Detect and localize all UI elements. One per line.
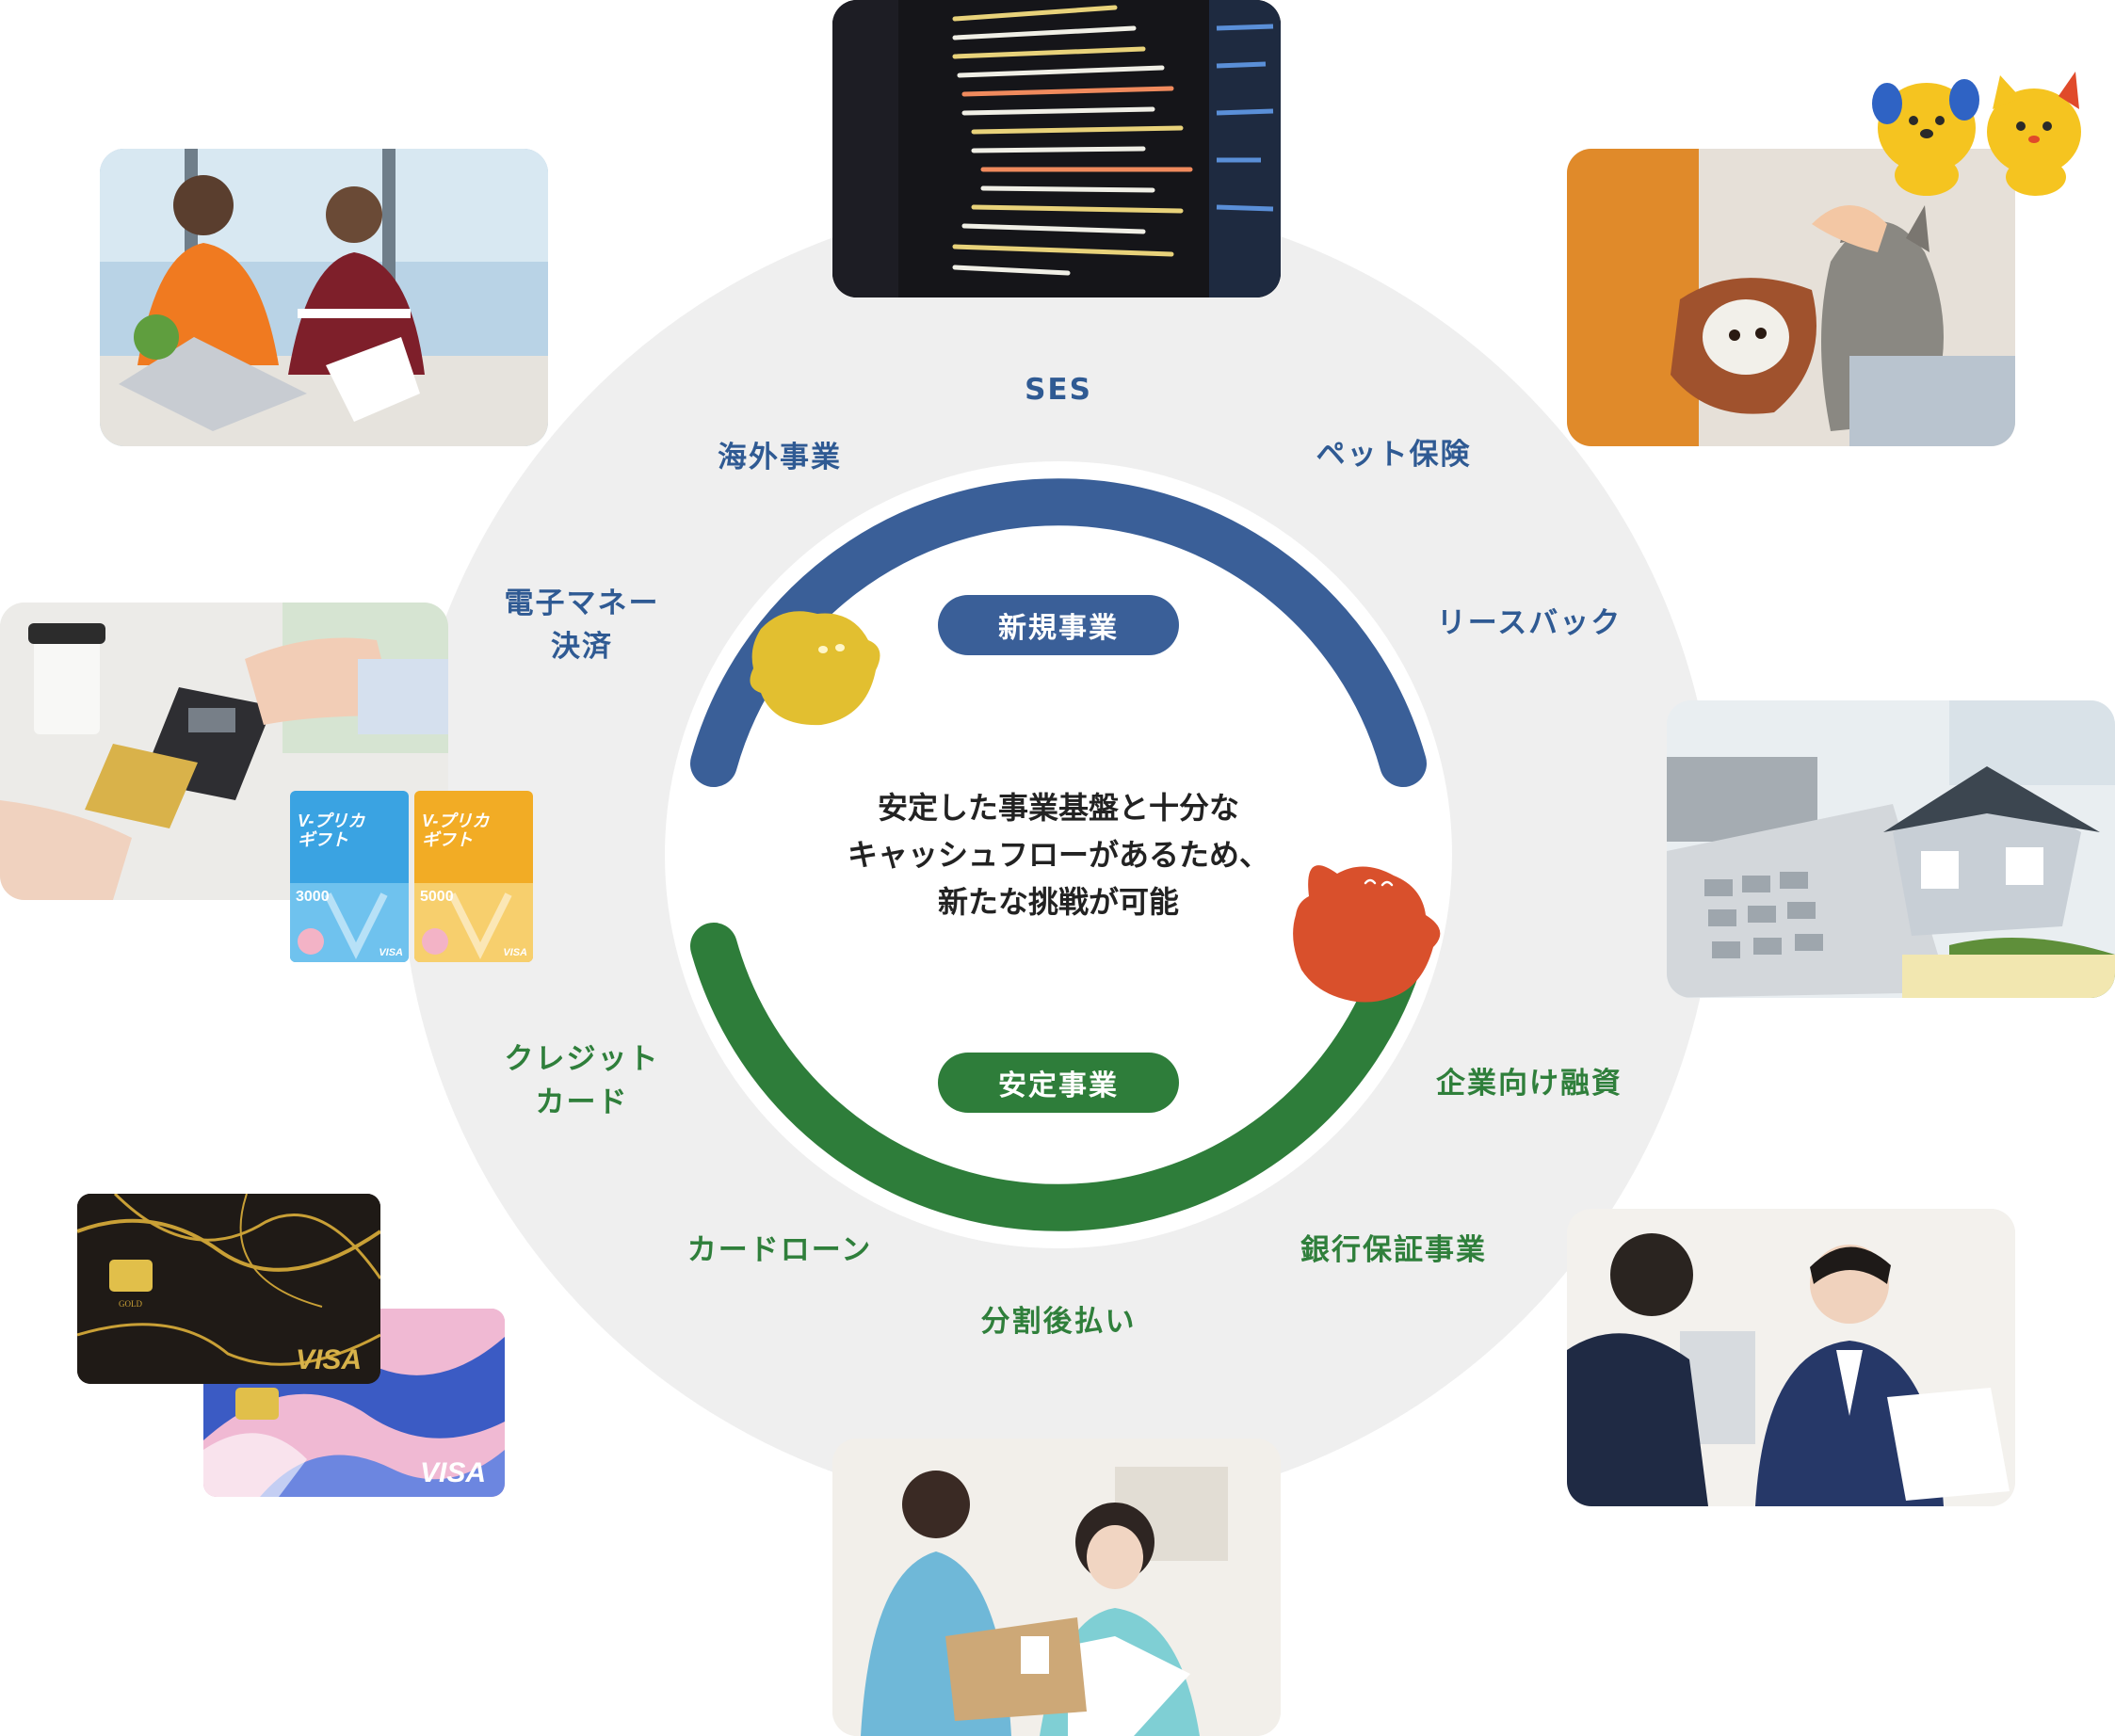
label-card-loan: カードローン (686, 1233, 873, 1267)
stable-business-badge: 安定事業 (938, 1053, 1179, 1113)
yellow-mascot-icon (750, 611, 880, 726)
label-ses: SES (1025, 373, 1092, 407)
gift-card-amount: 5000 (420, 889, 454, 905)
code-screen-photo (832, 0, 1281, 297)
label-credit-card: クレジット カード (504, 1042, 660, 1119)
credit-card-brand: VISA (295, 1344, 362, 1375)
label-bank-guarantee: 銀行保証事業 (1300, 1233, 1487, 1267)
credit-card-gold: GOLD VISA (77, 1194, 380, 1384)
center-line-3: 新たな挑戦が可能 (937, 884, 1179, 920)
gift-card-5000: V-プリカ ギフト 5000 VISA (414, 791, 533, 962)
bank-guarantee-meeting-photo (1567, 1209, 2015, 1506)
gift-card-brand: VISA (379, 947, 403, 958)
leaseback-house-photo (1667, 700, 2115, 998)
center-line-1: 安定した事業基盤と十分な (877, 790, 1239, 826)
label-leaseback: リースバック (1436, 606, 1623, 640)
center-message: 安定した事業基盤と十分な キャッシュフローがあるため、 新たな挑戦が可能 (814, 784, 1303, 925)
stable-business-arc (690, 923, 1427, 1231)
dog-mascot-icon (1872, 79, 1979, 196)
credit-card-chip-label: GOLD (119, 1299, 142, 1309)
new-business-badge: 新規事業 (938, 595, 1179, 655)
label-e-money-payment: 電子マネー 決済 (504, 587, 660, 664)
label-deferred-payment: 分割後払い (980, 1305, 1137, 1339)
center-line-2: キャッシュフローがあるため、 (847, 837, 1269, 873)
label-pet-insurance: ペット保険 (1316, 438, 1472, 472)
background-ring (401, 198, 1716, 1512)
gift-card-amount: 3000 (296, 889, 330, 905)
gift-card-title: V-プリカ ギフト (298, 812, 365, 849)
label-overseas-business: 海外事業 (718, 441, 842, 474)
label-corporate-loans: 企業向け融資 (1436, 1067, 1623, 1101)
cat-mascot-icon (1987, 72, 2081, 196)
pet-mascots-icon (1872, 72, 2081, 196)
gift-card-brand: VISA (503, 947, 527, 958)
gift-card-title: V-プリカ ギフト (422, 812, 490, 849)
gift-card-3000: V-プリカ ギフト 3000 VISA (290, 791, 409, 962)
orange-mascot-icon (1293, 865, 1441, 1003)
deferred-payment-parcel-photo (832, 1439, 1281, 1736)
overseas-meeting-photo (100, 149, 548, 446)
pet-insurance-photo (1567, 149, 2015, 446)
credit-card-brand: VISA (419, 1457, 486, 1488)
